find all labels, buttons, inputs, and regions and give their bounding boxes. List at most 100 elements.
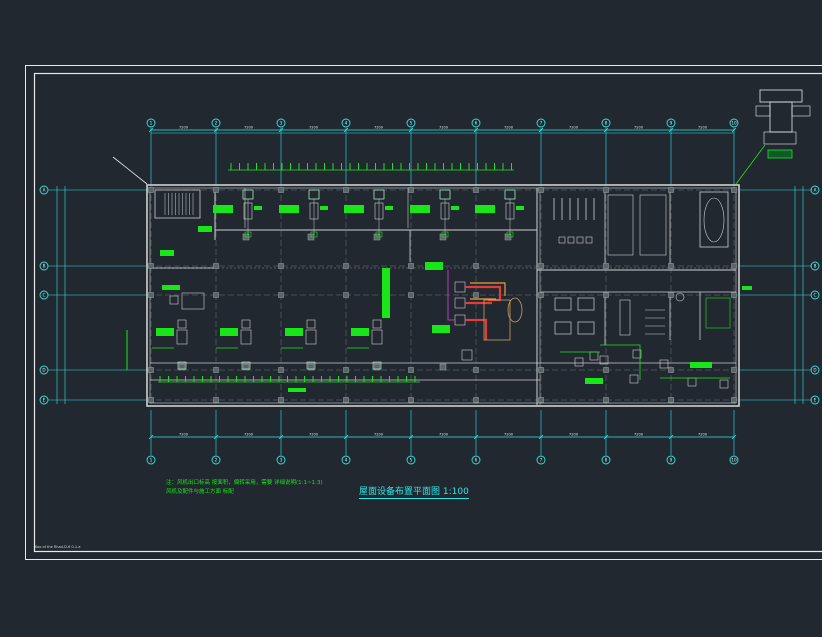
equipment-box xyxy=(554,297,572,311)
drain-circle xyxy=(675,292,685,302)
dimension-text: 7200 xyxy=(634,433,643,437)
equipment-label-block xyxy=(279,205,299,213)
axis-label-3: 3 xyxy=(280,121,283,126)
structural-column xyxy=(668,367,674,373)
row-bubble-B-left xyxy=(39,261,49,271)
axis-bubble-2 xyxy=(211,118,221,128)
row-bubble-C-right xyxy=(810,290,820,300)
structural-column xyxy=(731,292,737,298)
equipment-box xyxy=(558,236,566,244)
room-equipment xyxy=(607,194,634,256)
fan-unit xyxy=(241,361,251,370)
fan-unit xyxy=(177,361,187,370)
water-pipe xyxy=(470,282,506,300)
diffuser xyxy=(506,231,514,238)
note-line-1: 注：风机出口标高 按面积，偏转采用，需要 详细说明(1:1~1:3) xyxy=(166,480,323,486)
structural-column xyxy=(473,187,479,193)
diffuser xyxy=(310,231,318,238)
equipment-label-block xyxy=(254,206,262,210)
dimension-text: 7200 xyxy=(309,433,318,437)
diffuser xyxy=(244,231,252,238)
row-bubble-A-left xyxy=(39,185,49,195)
row-bubble-C-left xyxy=(39,290,49,300)
structural-column xyxy=(731,397,737,403)
axis-bubble-3 xyxy=(276,118,286,128)
equipment-label-block xyxy=(198,226,212,232)
axis-label-1: 1 xyxy=(150,458,153,463)
structural-column xyxy=(213,263,219,269)
keyplan-block xyxy=(769,101,793,133)
exhaust-fan xyxy=(169,295,179,305)
structural-column xyxy=(408,367,414,373)
structural-column xyxy=(278,292,284,298)
small-unit xyxy=(687,377,697,387)
pump-unit xyxy=(454,297,466,309)
dimension-text: 7200 xyxy=(179,126,188,130)
dimension-text: 7200 xyxy=(504,126,513,130)
axis-label-7: 7 xyxy=(540,458,543,463)
equipment-box xyxy=(577,297,595,311)
exterior-wall xyxy=(146,184,740,407)
dimension-text: 7200 xyxy=(374,126,383,130)
structural-column xyxy=(278,263,284,269)
equipment-leader xyxy=(560,344,730,380)
axis-bubble-5 xyxy=(406,118,416,128)
axis-bubble-6 xyxy=(471,455,481,465)
axis-label-10: 10 xyxy=(731,458,737,463)
fan-unit xyxy=(372,361,382,370)
row-bubble-A-right xyxy=(810,185,820,195)
row-label-E: E xyxy=(43,398,46,403)
dimension-text: 7200 xyxy=(439,126,448,130)
axis-label-2: 2 xyxy=(215,458,218,463)
small-unit xyxy=(719,379,729,389)
axis-bubble-7 xyxy=(536,118,546,128)
structural-column xyxy=(538,292,544,298)
axis-label-3: 3 xyxy=(280,458,283,463)
axis-bubble-10 xyxy=(729,118,739,128)
structural-column xyxy=(538,367,544,373)
equipment-layer xyxy=(126,163,752,392)
structural-column xyxy=(603,187,609,193)
structural-column xyxy=(603,292,609,298)
dimension-text: 7200 xyxy=(244,126,253,130)
axis-label-5: 5 xyxy=(410,121,413,126)
pump-unit xyxy=(461,349,473,361)
equipment-label-block xyxy=(432,325,450,333)
axis-bubble-9 xyxy=(666,455,676,465)
structural-column xyxy=(213,367,219,373)
structural-column xyxy=(538,397,544,403)
equipment-label-block xyxy=(344,205,364,213)
structural-column xyxy=(178,363,186,371)
structural-column xyxy=(408,292,414,298)
stair-right xyxy=(699,191,729,248)
pump-unit xyxy=(454,281,466,293)
row-bubble-E-left xyxy=(39,395,49,405)
axis-label-8: 8 xyxy=(605,458,608,463)
note-line-2: 风机及配件与施工方面 标配 xyxy=(166,489,234,495)
fan-unit xyxy=(242,189,254,200)
chiller-unit xyxy=(483,299,511,341)
equipment-label-block xyxy=(382,268,390,318)
axis-bubble-1 xyxy=(146,118,156,128)
equipment-label-block xyxy=(160,250,174,256)
structural-column xyxy=(603,263,609,269)
axis-bubble-5 xyxy=(406,455,416,465)
small-unit xyxy=(589,351,599,361)
structural-column xyxy=(538,263,544,269)
structural-column xyxy=(731,263,737,269)
axis-label-10: 10 xyxy=(731,121,737,126)
row-label-C: C xyxy=(43,293,46,298)
keyplan-block xyxy=(755,105,771,117)
dimension-text: 7200 xyxy=(569,126,578,130)
structural-column xyxy=(343,292,349,298)
fan-unit xyxy=(373,189,385,200)
fan-unit xyxy=(439,189,451,200)
axis-bubble-4 xyxy=(341,455,351,465)
equipment-label-block xyxy=(410,205,430,213)
structural-column xyxy=(408,263,414,269)
axis-bubble-10 xyxy=(729,455,739,465)
structural-column xyxy=(473,397,479,403)
equipment-box xyxy=(576,236,584,244)
equipment-label-block xyxy=(320,206,328,210)
